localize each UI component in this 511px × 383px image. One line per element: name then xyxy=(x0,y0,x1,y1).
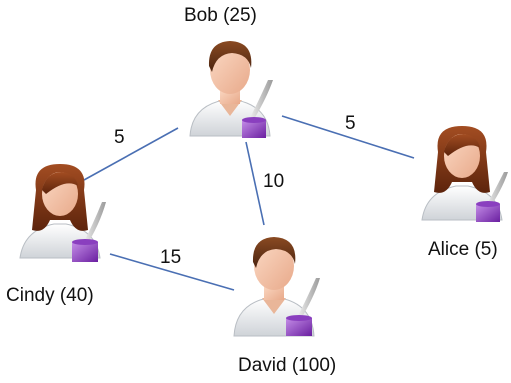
alice-writer-icon xyxy=(421,126,508,222)
edge-weight-bob-cindy: 5 xyxy=(114,127,125,148)
bob-writer-icon xyxy=(189,41,273,138)
cindy-writer-icon xyxy=(19,164,106,262)
david-writer-icon xyxy=(233,237,320,337)
edge-bob-alice xyxy=(281,115,415,159)
node-label-alice: Alice (5) xyxy=(428,239,498,260)
edge-bob-david xyxy=(245,141,265,226)
node-label-david: David (100) xyxy=(238,355,337,376)
node-label-cindy: Cindy (40) xyxy=(6,285,94,306)
node-label-bob: Bob (25) xyxy=(184,5,257,26)
edge-weight-cindy-david: 15 xyxy=(160,247,182,268)
edge-cindy-david xyxy=(109,253,235,291)
edge-weight-bob-alice: 5 xyxy=(345,113,356,134)
edge-weight-bob-david: 10 xyxy=(263,171,285,192)
edge-bob-cindy xyxy=(83,127,179,181)
